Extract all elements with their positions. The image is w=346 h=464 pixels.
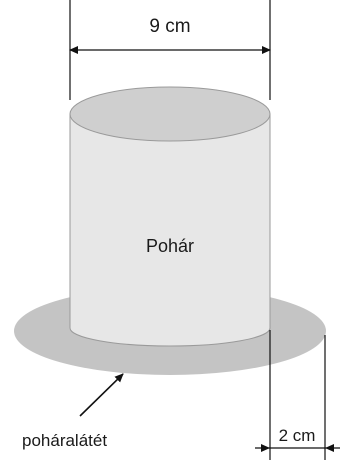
rim-extension-label: 2 cm <box>279 426 316 445</box>
cup-top <box>69 86 271 142</box>
cup-body <box>69 113 271 347</box>
coaster-label: poháralátét <box>22 431 107 450</box>
coaster-pointer-arrow <box>79 373 124 417</box>
rim-arrowhead-left <box>261 444 270 452</box>
cup-width-label: 9 cm <box>149 16 190 37</box>
rim-arrowhead-right <box>325 444 334 452</box>
cup-label: Pohár <box>146 236 194 256</box>
